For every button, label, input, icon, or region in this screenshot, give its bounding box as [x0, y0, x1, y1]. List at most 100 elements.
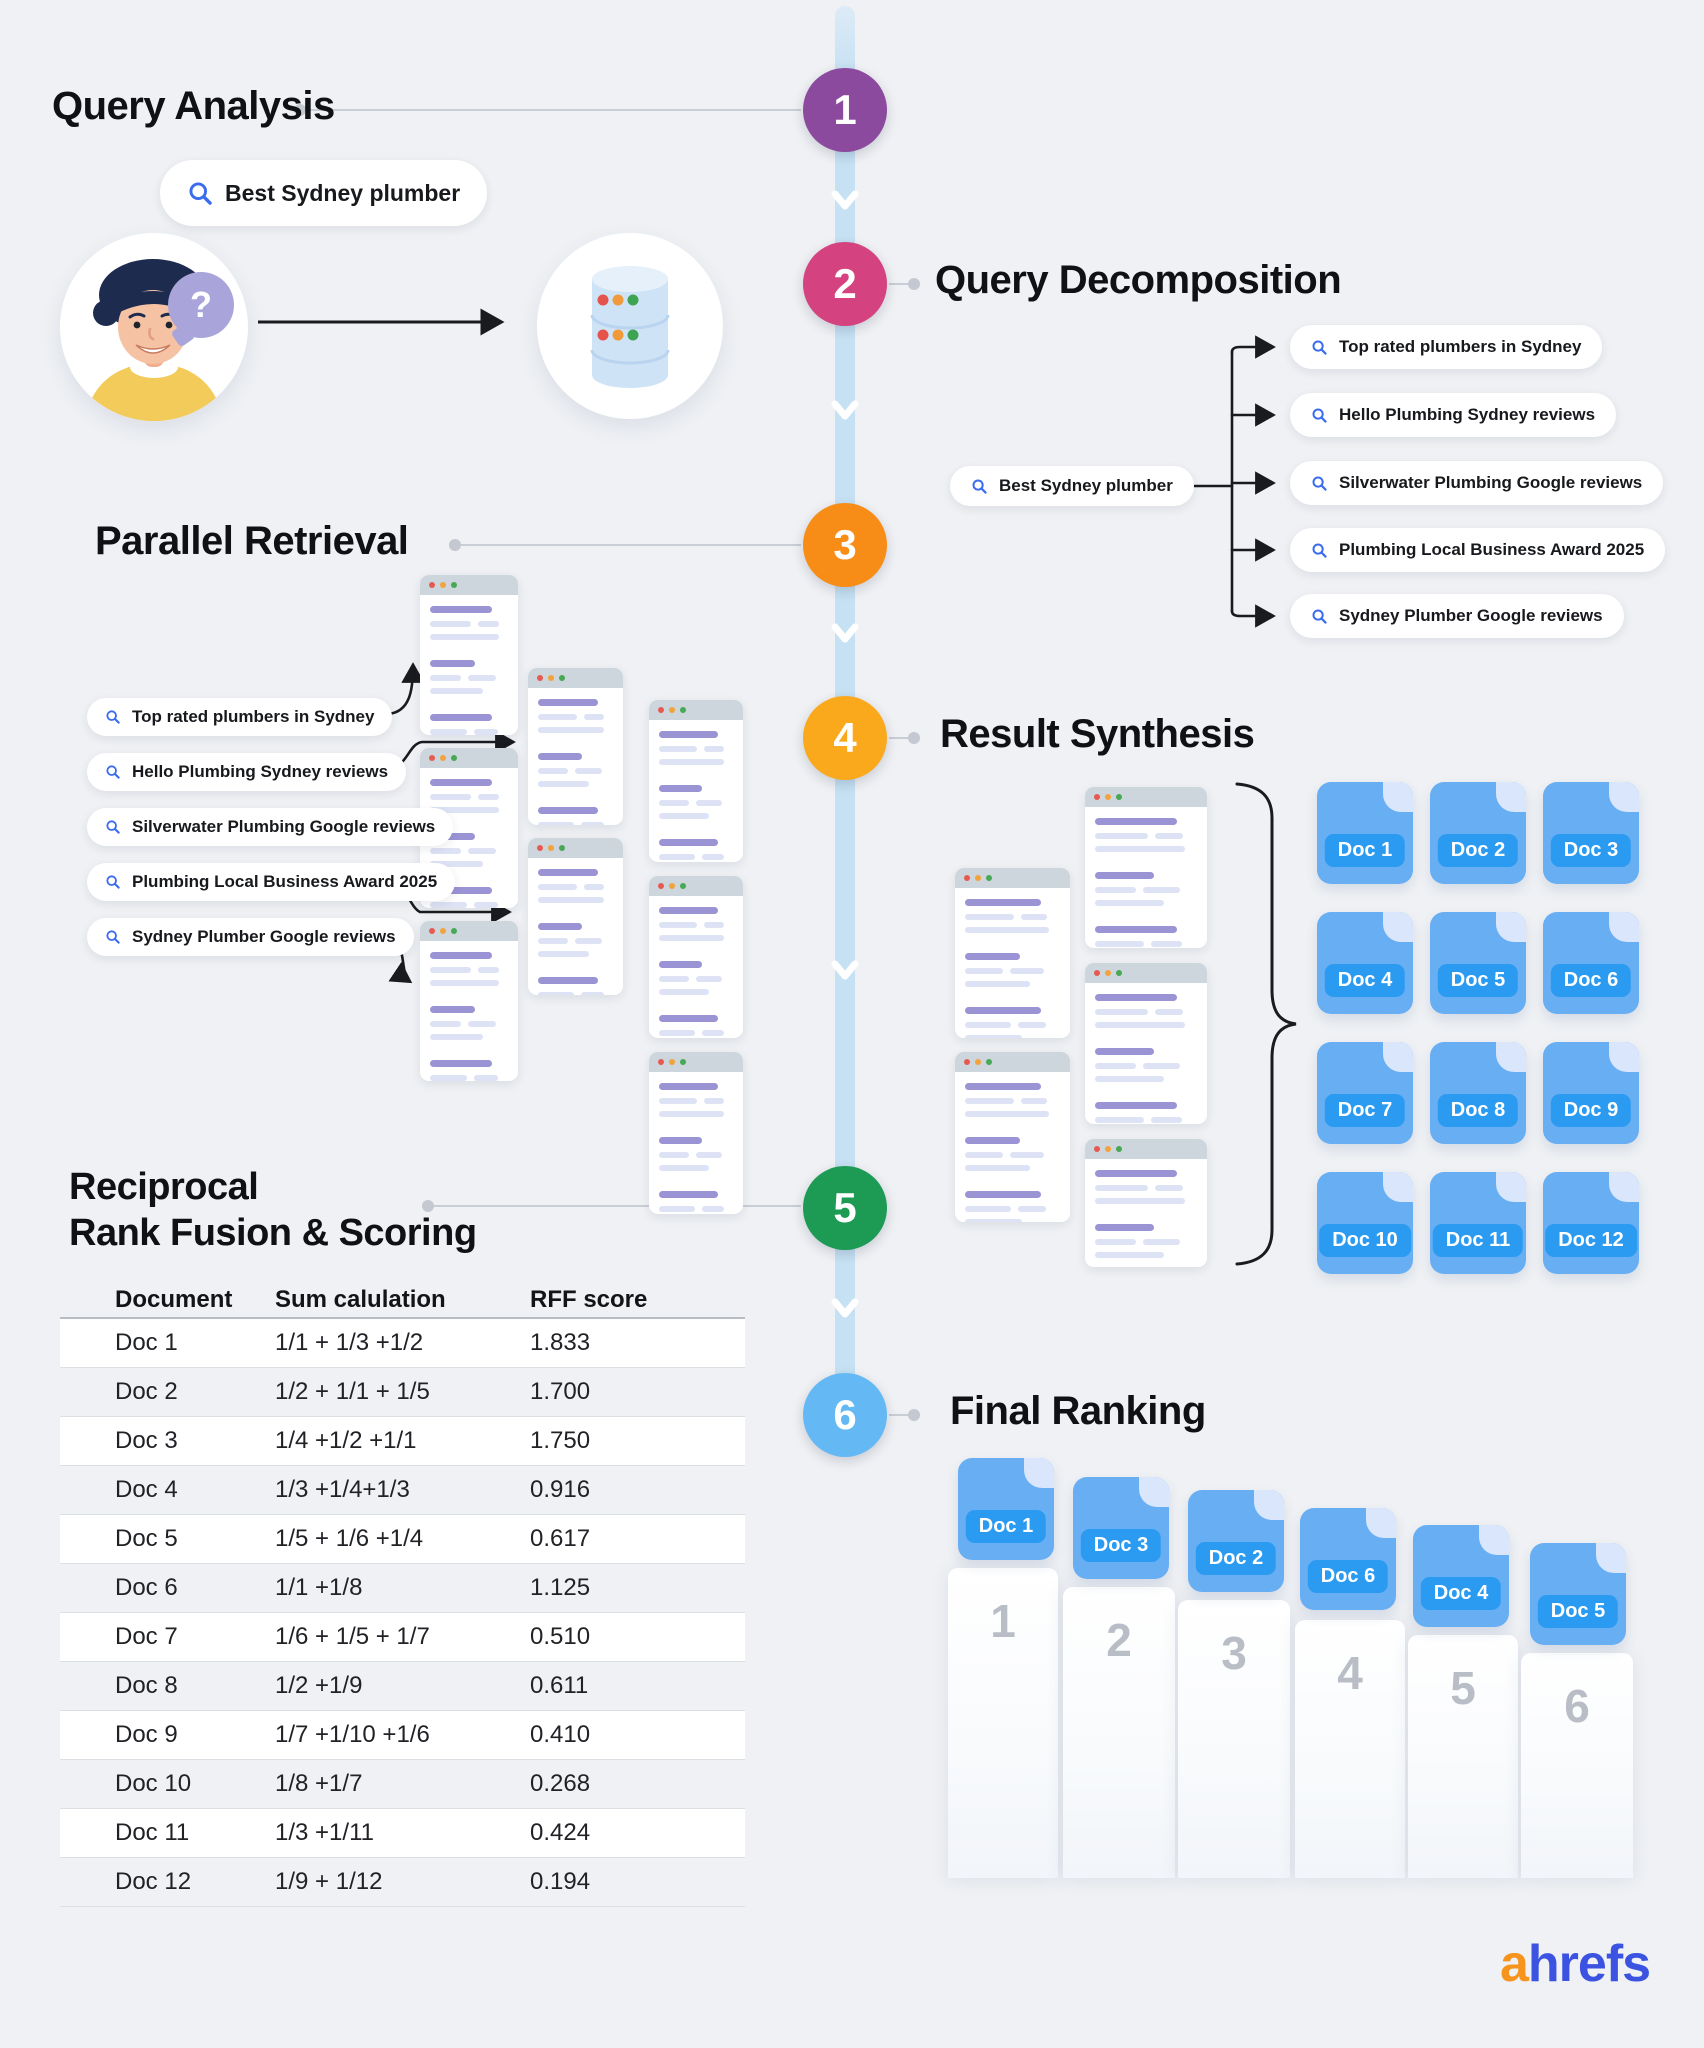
- rrf-header-document: Document: [115, 1286, 233, 1313]
- rrf-cell-score: 1.750: [530, 1427, 591, 1454]
- webpage-card: [1085, 787, 1207, 948]
- rrf-cell-sum: 1/3 +1/4+1/3: [275, 1476, 410, 1503]
- question-mark: ?: [190, 284, 212, 325]
- doc-fold-corner: [1496, 1042, 1526, 1072]
- doc-fold-corner: [1139, 1477, 1169, 1507]
- doc-icon: Doc 1: [1317, 782, 1413, 884]
- doc-icon: Doc 4: [1317, 912, 1413, 1014]
- rrf-cell-sum: 1/5 + 1/6 +1/4: [275, 1525, 424, 1552]
- webpage-card: [649, 876, 743, 1038]
- doc-fold-corner: [1254, 1490, 1284, 1520]
- webpage-card: [528, 668, 623, 825]
- title-rrf-scoring: Reciprocal Rank Fusion & Scoring: [69, 1164, 589, 1256]
- doc-label: Doc 4: [1420, 1577, 1502, 1610]
- search-icon: [972, 478, 987, 494]
- rrf-cell-score: 0.194: [530, 1868, 591, 1895]
- doc-label: Doc 2: [1195, 1542, 1277, 1575]
- doc-fold-corner: [1596, 1543, 1626, 1573]
- doc-label: Doc 7: [1324, 1094, 1406, 1127]
- logo-hrefs: hrefs: [1527, 1935, 1651, 1993]
- doc-icon: Doc 3: [1543, 782, 1639, 884]
- rrf-cell-sum: 1/4 +1/2 +1/1: [275, 1427, 417, 1454]
- sub-query-pill: Hello Plumbing Sydney reviews: [1290, 393, 1617, 437]
- title-final-ranking: Final Ranking: [950, 1389, 1206, 1433]
- webpage-card: [955, 868, 1070, 1038]
- retrieval-query-text: Silverwater Plumbing Google reviews: [132, 817, 436, 836]
- step-circle-3: 3: [803, 503, 887, 587]
- doc-label: Doc 3: [1080, 1529, 1162, 1562]
- rank-pedestal: 6: [1521, 1653, 1633, 1878]
- webpage-card: [528, 838, 623, 995]
- search-icon: [1312, 339, 1327, 355]
- webpage-card: [955, 1052, 1070, 1222]
- browser-chrome: [649, 1052, 743, 1072]
- step-circle-4: 4: [803, 696, 887, 780]
- doc-icon: Doc 8: [1430, 1042, 1526, 1144]
- rrf-cell-sum: 1/9 + 1/12: [275, 1868, 383, 1895]
- rrf-cell-doc: Doc 12: [115, 1868, 192, 1895]
- rrf-cell-score: 0.916: [530, 1476, 591, 1503]
- browser-chrome: [420, 748, 518, 768]
- doc-fold-corner: [1496, 1172, 1526, 1202]
- retrieval-query-pill: Top rated plumbers in Sydney: [87, 698, 393, 736]
- retrieval-query-pill: Plumbing Local Business Award 2025: [87, 863, 456, 901]
- browser-chrome: [955, 868, 1070, 888]
- search-icon: [1312, 542, 1327, 558]
- doc-fold-corner: [1383, 912, 1413, 942]
- rrf-row: Doc 4 1/3 +1/4+1/3 0.916: [60, 1466, 745, 1515]
- doc-fold-corner: [1496, 782, 1526, 812]
- title-rrf-line2: Rank Fusion & Scoring: [69, 1212, 477, 1254]
- retrieval-query-pill: Sydney Plumber Google reviews: [87, 918, 414, 956]
- main-search-text: Best Sydney plumber: [225, 179, 461, 206]
- rank-number: 2: [1106, 1614, 1132, 1666]
- browser-chrome: [649, 700, 743, 720]
- doc-fold-corner: [1609, 782, 1639, 812]
- database-status-dots: [597, 294, 639, 341]
- ranked-doc-icon: Doc 3: [1073, 1477, 1169, 1579]
- decomposition-source-text: Best Sydney plumber: [999, 476, 1173, 495]
- doc-fold-corner: [1496, 912, 1526, 942]
- rrf-cell-doc: Doc 4: [115, 1476, 178, 1503]
- search-icon: [106, 765, 120, 779]
- sub-query-pill: Plumbing Local Business Award 2025: [1290, 528, 1666, 572]
- rrf-cell-score: 0.424: [530, 1819, 591, 1846]
- sub-query-pill: Sydney Plumber Google reviews: [1290, 594, 1624, 638]
- doc-fold-corner: [1366, 1508, 1396, 1538]
- doc-fold-corner: [1024, 1458, 1054, 1488]
- title-parallel-retrieval: Parallel Retrieval: [95, 519, 409, 563]
- search-icon: [106, 930, 120, 944]
- search-icon: [106, 710, 120, 724]
- doc-label: Doc 5: [1537, 1595, 1619, 1628]
- rank-number: 4: [1337, 1647, 1363, 1699]
- rrf-cell-sum: 1/7 +1/10 +1/6: [275, 1721, 430, 1748]
- rrf-cell-doc: Doc 10: [115, 1770, 192, 1797]
- rrf-cell-doc: Doc 7: [115, 1623, 178, 1650]
- doc-icon: Doc 5: [1430, 912, 1526, 1014]
- doc-icon: Doc 11: [1430, 1172, 1526, 1274]
- step-circle-6: 6: [803, 1373, 887, 1457]
- rrf-cell-doc: Doc 3: [115, 1427, 178, 1454]
- doc-fold-corner: [1609, 912, 1639, 942]
- rrf-cell-score: 1.833: [530, 1329, 591, 1356]
- doc-label: Doc 3: [1550, 834, 1632, 867]
- title-result-synthesis: Result Synthesis: [940, 712, 1255, 756]
- webpage-card: [649, 1052, 743, 1214]
- doc-label: Doc 1: [965, 1510, 1047, 1543]
- doc-fold-corner: [1383, 782, 1413, 812]
- retrieval-query-pill: Hello Plumbing Sydney reviews: [87, 753, 407, 791]
- doc-icon: Doc 10: [1317, 1172, 1413, 1274]
- sub-query-text: Top rated plumbers in Sydney: [1339, 337, 1582, 356]
- title-query-decomposition: Query Decomposition: [935, 258, 1342, 302]
- doc-label: Doc 1: [1324, 834, 1406, 867]
- rrf-cell-sum: 1/1 +1/8: [275, 1574, 363, 1601]
- rrf-cell-sum: 1/6 + 1/5 + 1/7: [275, 1623, 430, 1650]
- doc-icon: Doc 9: [1543, 1042, 1639, 1144]
